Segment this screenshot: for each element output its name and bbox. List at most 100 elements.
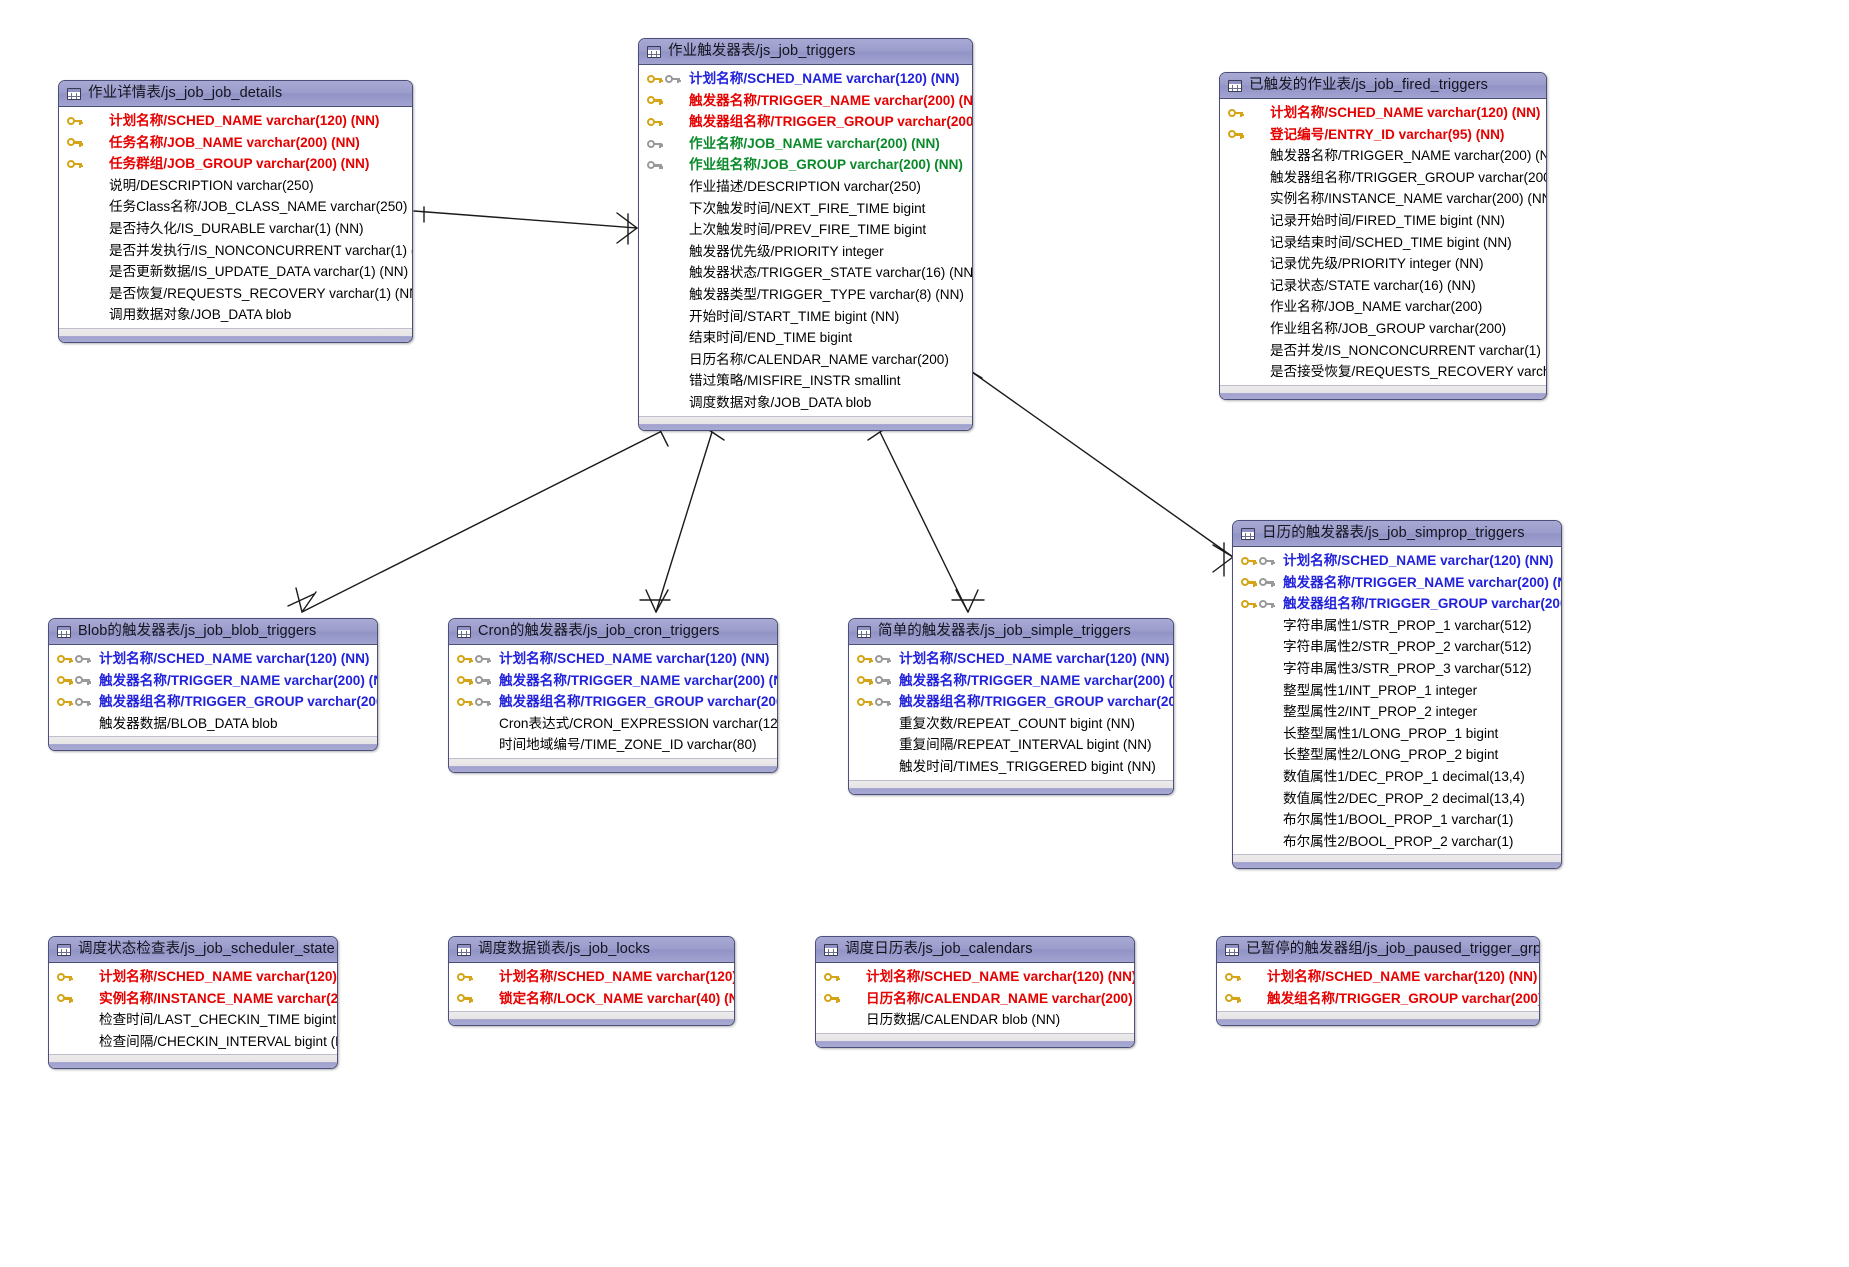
- entity-attribute-row[interactable]: 日历名称/CALENDAR_NAME varchar(200) (NN): [816, 988, 1134, 1010]
- entity-attribute-row[interactable]: 计划名称/SCHED_NAME varchar(120) (NN): [59, 110, 412, 132]
- entity-header-fired_triggers[interactable]: 已触发的作业表/js_job_fired_triggers: [1220, 73, 1546, 99]
- entity-attribute-row[interactable]: 布尔属性2/BOOL_PROP_2 varchar(1): [1233, 831, 1561, 853]
- entity-attribute-row[interactable]: Cron表达式/CRON_EXPRESSION varchar(120) (NN…: [449, 713, 777, 735]
- entity-attribute-row[interactable]: 计划名称/SCHED_NAME varchar(120) (NN): [1217, 966, 1539, 988]
- entity-attribute-row[interactable]: 重复次数/REPEAT_COUNT bigint (NN): [849, 713, 1173, 735]
- entity-header-simprop_triggers[interactable]: 日历的触发器表/js_job_simprop_triggers: [1233, 521, 1561, 547]
- entity-header-blob_triggers[interactable]: Blob的触发器表/js_job_blob_triggers: [49, 619, 377, 645]
- entity-attribute-row[interactable]: 记录结束时间/SCHED_TIME bigint (NN): [1220, 232, 1546, 254]
- entity-attribute-row[interactable]: 调度数据对象/JOB_DATA blob: [639, 392, 972, 414]
- entity-attribute-row[interactable]: 计划名称/SCHED_NAME varchar(120) (NN): [49, 648, 377, 670]
- entity-attribute-row[interactable]: 错过策略/MISFIRE_INSTR smallint: [639, 370, 972, 392]
- entity-cron_triggers[interactable]: Cron的触发器表/js_job_cron_triggers 计划名称/SCHED…: [448, 618, 778, 773]
- entity-attribute-row[interactable]: 触发器名称/TRIGGER_NAME varchar(200) (NN): [49, 670, 377, 692]
- entity-attribute-row[interactable]: 长整型属性1/LONG_PROP_1 bigint: [1233, 723, 1561, 745]
- entity-locks[interactable]: 调度数据锁表/js_job_locks 计划名称/SCHED_NAME varch…: [448, 936, 735, 1027]
- entity-attribute-row[interactable]: 结束时间/END_TIME bigint: [639, 327, 972, 349]
- entity-attribute-row[interactable]: 检查间隔/CHECKIN_INTERVAL bigint (NN): [49, 1031, 337, 1053]
- entity-simprop_triggers[interactable]: 日历的触发器表/js_job_simprop_triggers 计划名称/SCHE…: [1232, 520, 1562, 870]
- entity-attribute-row[interactable]: 是否接受恢复/REQUESTS_RECOVERY varchar(1): [1220, 361, 1546, 383]
- entity-header-scheduler_state[interactable]: 调度状态检查表/js_job_scheduler_state: [49, 937, 337, 963]
- entity-attribute-row[interactable]: 触发器名称/TRIGGER_NAME varchar(200) (NN): [639, 90, 972, 112]
- entity-calendars[interactable]: 调度日历表/js_job_calendars 计划名称/SCHED_NAME va…: [815, 936, 1135, 1048]
- entity-attribute-row[interactable]: 整型属性2/INT_PROP_2 integer: [1233, 701, 1561, 723]
- entity-attribute-row[interactable]: 作业组名称/JOB_GROUP varchar(200) (NN): [639, 154, 972, 176]
- entity-attribute-row[interactable]: 触发器名称/TRIGGER_NAME varchar(200) (NN): [1220, 145, 1546, 167]
- entity-attribute-row[interactable]: 登记编号/ENTRY_ID varchar(95) (NN): [1220, 124, 1546, 146]
- entity-attribute-row[interactable]: 记录状态/STATE varchar(16) (NN): [1220, 275, 1546, 297]
- entity-attribute-row[interactable]: 上次触发时间/PREV_FIRE_TIME bigint: [639, 219, 972, 241]
- entity-attribute-row[interactable]: 是否并发/IS_NONCONCURRENT varchar(1): [1220, 340, 1546, 362]
- entity-attribute-row[interactable]: 触发器状态/TRIGGER_STATE varchar(16) (NN): [639, 262, 972, 284]
- entity-attribute-row[interactable]: 计划名称/SCHED_NAME varchar(120) (NN): [49, 966, 337, 988]
- entity-header-paused_trigger_grps[interactable]: 已暂停的触发器组/js_job_paused_trigger_grps: [1217, 937, 1539, 963]
- entity-attribute-row[interactable]: 说明/DESCRIPTION varchar(250): [59, 175, 412, 197]
- entity-attribute-row[interactable]: 字符串属性2/STR_PROP_2 varchar(512): [1233, 636, 1561, 658]
- entity-attribute-row[interactable]: 作业组名称/JOB_GROUP varchar(200): [1220, 318, 1546, 340]
- entity-attribute-row[interactable]: 计划名称/SCHED_NAME varchar(120) (NN): [639, 68, 972, 90]
- entity-attribute-row[interactable]: 日历名称/CALENDAR_NAME varchar(200): [639, 349, 972, 371]
- entity-attribute-row[interactable]: 任务名称/JOB_NAME varchar(200) (NN): [59, 132, 412, 154]
- entity-header-job_details[interactable]: 作业详情表/js_job_job_details: [59, 81, 412, 107]
- entity-header-calendars[interactable]: 调度日历表/js_job_calendars: [816, 937, 1134, 963]
- entity-attribute-row[interactable]: 触发器优先级/PRIORITY integer: [639, 241, 972, 263]
- entity-attribute-row[interactable]: 计划名称/SCHED_NAME varchar(120) (NN): [1233, 550, 1561, 572]
- entity-attribute-row[interactable]: 字符串属性3/STR_PROP_3 varchar(512): [1233, 658, 1561, 680]
- entity-attribute-row[interactable]: 是否持久化/IS_DURABLE varchar(1) (NN): [59, 218, 412, 240]
- entity-attribute-row[interactable]: 是否更新数据/IS_UPDATE_DATA varchar(1) (NN): [59, 261, 412, 283]
- entity-attribute-row[interactable]: 触发器组名称/TRIGGER_GROUP varchar(200) (NN): [639, 111, 972, 133]
- entity-attribute-row[interactable]: 触发器组名称/TRIGGER_GROUP varchar(200) (NN): [449, 691, 777, 713]
- entity-scheduler_state[interactable]: 调度状态检查表/js_job_scheduler_state 计划名称/SCHED…: [48, 936, 338, 1070]
- entity-attribute-row[interactable]: 计划名称/SCHED_NAME varchar(120) (NN): [1220, 102, 1546, 124]
- entity-attribute-row[interactable]: 计划名称/SCHED_NAME varchar(120) (NN): [849, 648, 1173, 670]
- entity-attribute-row[interactable]: 整型属性1/INT_PROP_1 integer: [1233, 680, 1561, 702]
- entity-attribute-row[interactable]: 数值属性2/DEC_PROP_2 decimal(13,4): [1233, 788, 1561, 810]
- entity-attribute-row[interactable]: 任务Class名称/JOB_CLASS_NAME varchar(250) (N…: [59, 196, 412, 218]
- entity-attribute-row[interactable]: 任务群组/JOB_GROUP varchar(200) (NN): [59, 153, 412, 175]
- entity-attribute-row[interactable]: 调用数据对象/JOB_DATA blob: [59, 304, 412, 326]
- entity-attribute-row[interactable]: 布尔属性1/BOOL_PROP_1 varchar(1): [1233, 809, 1561, 831]
- entity-attribute-row[interactable]: 触发时间/TIMES_TRIGGERED bigint (NN): [849, 756, 1173, 778]
- entity-attribute-row[interactable]: 记录优先级/PRIORITY integer (NN): [1220, 253, 1546, 275]
- entity-header-locks[interactable]: 调度数据锁表/js_job_locks: [449, 937, 734, 963]
- entity-attribute-row[interactable]: 实例名称/INSTANCE_NAME varchar(200) (NN): [49, 988, 337, 1010]
- entity-attribute-row[interactable]: 日历数据/CALENDAR blob (NN): [816, 1009, 1134, 1031]
- entity-attribute-row[interactable]: 触发器数据/BLOB_DATA blob: [49, 713, 377, 735]
- entity-attribute-row[interactable]: 时间地域编号/TIME_ZONE_ID varchar(80): [449, 734, 777, 756]
- entity-attribute-row[interactable]: 记录开始时间/FIRED_TIME bigint (NN): [1220, 210, 1546, 232]
- entity-header-job_triggers[interactable]: 作业触发器表/js_job_triggers: [639, 39, 972, 65]
- entity-attribute-row[interactable]: 触发组名称/TRIGGER_GROUP varchar(200) (NN): [1217, 988, 1539, 1010]
- entity-attribute-row[interactable]: 作业描述/DESCRIPTION varchar(250): [639, 176, 972, 198]
- entity-blob_triggers[interactable]: Blob的触发器表/js_job_blob_triggers 计划名称/SCHED…: [48, 618, 378, 752]
- entity-fired_triggers[interactable]: 已触发的作业表/js_job_fired_triggers 计划名称/SCHED_…: [1219, 72, 1547, 400]
- entity-attribute-row[interactable]: 检查时间/LAST_CHECKIN_TIME bigint (NN): [49, 1009, 337, 1031]
- entity-attribute-row[interactable]: 是否并发执行/IS_NONCONCURRENT varchar(1) (NN): [59, 240, 412, 262]
- entity-attribute-row[interactable]: 触发器组名称/TRIGGER_GROUP varchar(200) (NN): [849, 691, 1173, 713]
- entity-header-simple_triggers[interactable]: 简单的触发器表/js_job_simple_triggers: [849, 619, 1173, 645]
- entity-attribute-row[interactable]: 长整型属性2/LONG_PROP_2 bigint: [1233, 744, 1561, 766]
- entity-attribute-row[interactable]: 计划名称/SCHED_NAME varchar(120) (NN): [449, 966, 734, 988]
- entity-attribute-row[interactable]: 计划名称/SCHED_NAME varchar(120) (NN): [449, 648, 777, 670]
- entity-attribute-row[interactable]: 触发器类型/TRIGGER_TYPE varchar(8) (NN): [639, 284, 972, 306]
- entity-attribute-row[interactable]: 触发器组名称/TRIGGER_GROUP varchar(200) (NN): [49, 691, 377, 713]
- entity-job_triggers[interactable]: 作业触发器表/js_job_triggers 计划名称/SCHED_NAME va…: [638, 38, 973, 431]
- entity-attribute-row[interactable]: 重复间隔/REPEAT_INTERVAL bigint (NN): [849, 734, 1173, 756]
- entity-attribute-row[interactable]: 实例名称/INSTANCE_NAME varchar(200) (NN): [1220, 188, 1546, 210]
- entity-attribute-row[interactable]: 数值属性1/DEC_PROP_1 decimal(13,4): [1233, 766, 1561, 788]
- entity-attribute-row[interactable]: 作业名称/JOB_NAME varchar(200): [1220, 296, 1546, 318]
- entity-attribute-row[interactable]: 开始时间/START_TIME bigint (NN): [639, 306, 972, 328]
- entity-attribute-row[interactable]: 下次触发时间/NEXT_FIRE_TIME bigint: [639, 198, 972, 220]
- entity-paused_trigger_grps[interactable]: 已暂停的触发器组/js_job_paused_trigger_grps 计划名称/…: [1216, 936, 1540, 1027]
- entity-attribute-row[interactable]: 作业名称/JOB_NAME varchar(200) (NN): [639, 133, 972, 155]
- entity-attribute-row[interactable]: 触发器组名称/TRIGGER_GROUP varchar(200) (NN): [1233, 593, 1561, 615]
- entity-job_details[interactable]: 作业详情表/js_job_job_details 计划名称/SCHED_NAME …: [58, 80, 413, 343]
- entity-attribute-row[interactable]: 计划名称/SCHED_NAME varchar(120) (NN): [816, 966, 1134, 988]
- entity-attribute-row[interactable]: 字符串属性1/STR_PROP_1 varchar(512): [1233, 615, 1561, 637]
- entity-header-cron_triggers[interactable]: Cron的触发器表/js_job_cron_triggers: [449, 619, 777, 645]
- entity-attribute-row[interactable]: 触发器名称/TRIGGER_NAME varchar(200) (NN): [1233, 572, 1561, 594]
- entity-attribute-row[interactable]: 锁定名称/LOCK_NAME varchar(40) (NN): [449, 988, 734, 1010]
- entity-attribute-row[interactable]: 触发器名称/TRIGGER_NAME varchar(200) (NN): [449, 670, 777, 692]
- entity-simple_triggers[interactable]: 简单的触发器表/js_job_simple_triggers 计划名称/SCHED…: [848, 618, 1174, 795]
- entity-attribute-row[interactable]: 触发器组名称/TRIGGER_GROUP varchar(200) (NN): [1220, 167, 1546, 189]
- entity-attribute-row[interactable]: 触发器名称/TRIGGER_NAME varchar(200) (NN): [849, 670, 1173, 692]
